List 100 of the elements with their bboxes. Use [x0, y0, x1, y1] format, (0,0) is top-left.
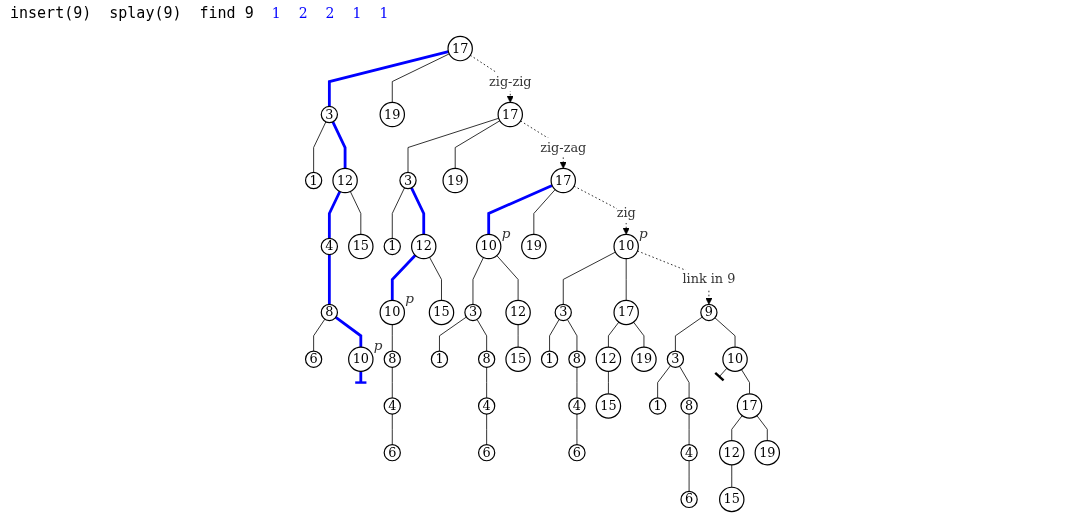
node-circle: 10 — [475, 233, 502, 260]
tree-edge — [688, 460, 690, 492]
tree-edge — [679, 365, 690, 399]
node-circle: 15 — [428, 299, 455, 326]
node-circle: 8 — [383, 350, 401, 368]
tree-edge — [327, 254, 331, 305]
node-circle: 12 — [595, 346, 622, 372]
rotation-step-number: 1 — [352, 5, 362, 21]
operation-label: splay(9) — [109, 4, 182, 22]
node-circle: 8 — [568, 350, 586, 368]
tree-edge — [391, 413, 393, 445]
tree-edge — [335, 316, 363, 348]
tree-edge — [496, 255, 519, 301]
node-circle: 4 — [680, 444, 698, 462]
node-circle: 4 — [568, 397, 586, 415]
null-child-line — [354, 371, 368, 384]
edge-label: link in 9 — [682, 271, 736, 287]
node-circle: 17 — [613, 299, 639, 326]
tree-edge — [327, 190, 342, 239]
node-circle: 1 — [430, 350, 449, 368]
tree-edge — [327, 50, 449, 107]
tree-edge — [391, 366, 393, 399]
operation-label: find 9 — [199, 4, 254, 22]
tree-edge — [476, 319, 488, 352]
tree-edge — [731, 464, 733, 488]
node-circle: 6 — [304, 350, 323, 368]
rotation-step-number: 1 — [271, 5, 281, 21]
tree-edge — [487, 184, 553, 235]
tree-edge — [331, 121, 347, 169]
pointer-label: p — [405, 290, 414, 307]
node-circle: 4 — [320, 237, 339, 256]
tree-edge — [391, 187, 405, 239]
tree-edge — [576, 366, 578, 399]
tree-edge — [391, 53, 450, 103]
tree-edge — [576, 413, 578, 445]
node-circle: 15 — [595, 393, 622, 419]
node-circle: 1 — [540, 350, 559, 368]
rotation-step-number: 1 — [379, 5, 389, 21]
tree-edge — [517, 324, 519, 348]
tree-edge — [313, 318, 326, 352]
tree-edge — [429, 256, 442, 301]
tree-edge — [410, 187, 426, 235]
tree-edge — [714, 317, 736, 348]
node-circle: 4 — [477, 397, 496, 415]
node-circle: 17 — [550, 167, 576, 194]
tree-edge — [566, 319, 578, 352]
tree-edge — [486, 413, 488, 445]
node-circle: 12 — [719, 439, 745, 466]
tree-edge — [608, 370, 609, 395]
edge-label: zig-zig — [489, 73, 532, 89]
node-circle: 3 — [666, 350, 685, 368]
node-circle: 3 — [554, 303, 572, 322]
tree-edge — [407, 117, 500, 173]
tree-edge — [313, 121, 327, 173]
node-circle: 15 — [719, 486, 745, 513]
node-circle: 10 — [348, 346, 374, 372]
node-circle: 6 — [568, 444, 586, 462]
tree-edge — [731, 415, 743, 441]
tree-edge — [608, 321, 620, 348]
node-circle: 19 — [442, 167, 468, 194]
node-circle: 15 — [348, 233, 374, 260]
node-circle: 6 — [477, 444, 496, 462]
node-circle: 8 — [680, 397, 698, 415]
node-circle: 17 — [736, 393, 763, 419]
node-circle: 3 — [320, 105, 339, 124]
tree-edge — [633, 321, 645, 348]
node-circle: 1 — [304, 171, 323, 190]
node-circle: 3 — [464, 303, 482, 322]
tree-edge — [549, 319, 560, 352]
pointer-label: p — [639, 224, 648, 241]
pointer-label: p — [501, 224, 511, 241]
tree-edge — [625, 258, 627, 301]
node-circle: 10 — [379, 299, 406, 326]
node-circle: 19 — [379, 101, 406, 128]
tree-edge — [533, 189, 556, 235]
tree-edge — [562, 251, 616, 305]
node-circle: 10 — [722, 346, 748, 372]
tree-edge — [439, 316, 467, 352]
tree-edge — [472, 257, 484, 305]
node-circle: 19 — [631, 346, 657, 372]
node-circle: 3 — [399, 171, 417, 190]
node-circle: 8 — [320, 303, 339, 322]
node-circle: 8 — [477, 350, 496, 368]
node-circle: 12 — [505, 299, 531, 326]
node-circle: 15 — [505, 346, 531, 372]
node-circle: 12 — [410, 233, 437, 260]
tree-edge — [349, 191, 362, 235]
edge-label: zig — [616, 205, 636, 221]
node-circle: 19 — [521, 233, 547, 260]
tree-edge — [391, 324, 393, 352]
tree-edge — [756, 415, 768, 441]
rotation-step-number: 2 — [298, 5, 308, 21]
tree-edge — [675, 316, 703, 352]
edge-label: zig-zag — [540, 139, 587, 155]
tree-edge — [486, 366, 488, 399]
pointer-label: p — [373, 337, 383, 354]
node-circle: 17 — [447, 35, 473, 62]
node-circle: 1 — [648, 397, 667, 415]
node-circle: 1 — [383, 237, 401, 256]
node-circle: 6 — [383, 444, 401, 462]
